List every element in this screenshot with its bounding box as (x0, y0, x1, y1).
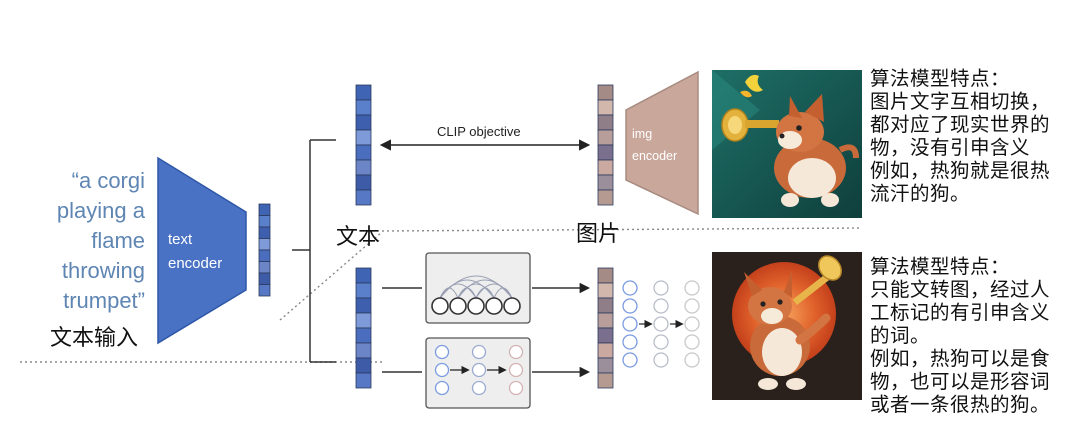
text-input-label: 文本输入 (50, 326, 139, 351)
text-token-cell (355, 84, 372, 101)
net-node (684, 334, 700, 350)
image-token-cell (597, 357, 614, 374)
text-label: 文本 (336, 225, 381, 250)
grid-node (434, 362, 450, 378)
image-token-cell (597, 174, 614, 191)
text-encoder-label-line2: encoder (168, 255, 222, 272)
embedding-cell (258, 238, 271, 251)
net-node (622, 352, 638, 368)
net-node (622, 280, 638, 296)
corgi-trumpet-sunset-illustration (712, 252, 862, 400)
attention-block (425, 252, 531, 324)
image-token-cell (597, 267, 614, 284)
grid-node (471, 362, 487, 378)
image-token-cell (597, 129, 614, 146)
img-encoder-label-line2: encoder (632, 149, 677, 163)
image-token-column-top (597, 84, 614, 206)
image-token-cell (597, 99, 614, 116)
image-token-cell (597, 189, 614, 206)
text-token-cell (355, 114, 372, 131)
attention-arc (493, 287, 513, 299)
net-node (653, 316, 669, 332)
net-node (653, 280, 669, 296)
text-encoder-label-line1: text (168, 231, 193, 248)
grid-node (508, 344, 524, 360)
grid-node (434, 380, 450, 396)
text-token-cell (355, 129, 372, 146)
attention-node (503, 297, 521, 315)
image-token-cell (597, 144, 614, 161)
image-token-column-bottom (597, 267, 614, 389)
text-token-column-top (355, 84, 372, 206)
text-token-cell (355, 372, 372, 389)
image-token-cell (597, 159, 614, 176)
corgi-trumpet-illustration (712, 70, 862, 218)
text-token-cell (355, 327, 372, 344)
net-node (684, 352, 700, 368)
text-token-cell (355, 357, 372, 374)
text-token-cell (355, 189, 372, 206)
image-token-cell (597, 342, 614, 359)
net-node (684, 316, 700, 332)
text-token-cell (355, 159, 372, 176)
embedding-cell (258, 249, 271, 262)
clip-objective-label: CLIP objective (437, 124, 521, 139)
attention-node (431, 297, 449, 315)
net-node (684, 298, 700, 314)
embedding-cell (258, 226, 271, 239)
image-token-cell (597, 312, 614, 329)
text-embedding-vector (258, 203, 271, 297)
embedding-cell (258, 203, 271, 216)
attention-arc (457, 279, 513, 299)
embedding-cell (258, 284, 271, 297)
net-node (653, 352, 669, 368)
text-token-cell (355, 282, 372, 299)
text-token-column-bottom (355, 267, 372, 389)
connector-bracket (292, 139, 336, 363)
attention-node (467, 297, 485, 315)
image-token-cell (597, 372, 614, 389)
net-node (653, 334, 669, 350)
net-node (684, 280, 700, 296)
text-encoder: text encoder (157, 156, 247, 345)
embedding-cell (258, 272, 271, 285)
note-clip-features: 算法模型特点： 图片文字互相切换， 都对应了现实世界的 物，没有引申含义 例如，… (870, 67, 1051, 205)
embedding-cell (258, 215, 271, 228)
decoder-network (622, 280, 700, 368)
net-node (622, 334, 638, 350)
img-encoder-label-line1: img (632, 127, 652, 141)
attention-node (485, 297, 503, 315)
dotted-divider-top (381, 227, 863, 232)
grid-node (434, 344, 450, 360)
image-token-cell (597, 297, 614, 314)
text-token-cell (355, 99, 372, 116)
image-token-cell (597, 84, 614, 101)
grid-node (471, 344, 487, 360)
diffusion-block (425, 337, 531, 409)
embedding-cell (258, 261, 271, 274)
image-label: 图片 (576, 222, 621, 247)
grid-node (508, 380, 524, 396)
text-prompt: “a corgi playing a flame throwing trumpe… (56, 168, 145, 313)
image-token-cell (597, 114, 614, 131)
text-token-cell (355, 312, 372, 329)
image-token-cell (597, 327, 614, 344)
image-token-cell (597, 282, 614, 299)
attention-node (449, 297, 467, 315)
grid-node (471, 380, 487, 396)
text-token-cell (355, 144, 372, 161)
net-node (622, 298, 638, 314)
net-node (653, 298, 669, 314)
text-token-cell (355, 342, 372, 359)
text-token-cell (355, 174, 372, 191)
grid-node (508, 362, 524, 378)
note-diffusion-features: 算法模型特点： 只能文转图，经过人 工标记的有引申含义 的词。 例如，热狗可以是… (870, 255, 1051, 416)
text-token-cell (355, 297, 372, 314)
attention-arc (475, 283, 513, 299)
img-encoder: img encoder (625, 70, 699, 216)
text-token-cell (355, 267, 372, 284)
net-node (622, 316, 638, 332)
